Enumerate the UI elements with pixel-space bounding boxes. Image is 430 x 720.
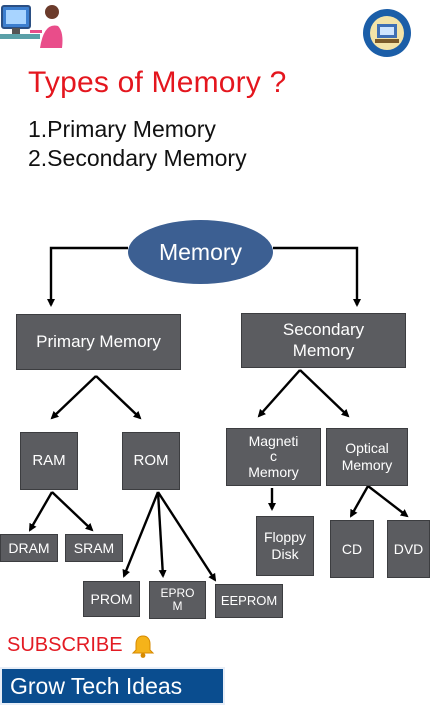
list-item-primary: 1.Primary Memory <box>28 116 216 142</box>
dram-node: DRAM <box>0 534 58 562</box>
person-at-computer-icon <box>0 0 68 50</box>
dvd-node: DVD <box>387 520 430 578</box>
channel-banner: Grow Tech Ideas <box>0 667 225 705</box>
ram-node: RAM <box>20 432 78 490</box>
subscribe-label: SUBSCRIBE <box>7 634 123 656</box>
eprom-node: EPRO M <box>149 581 206 619</box>
floppy-disk-node: Floppy Disk <box>256 516 314 576</box>
magnetic-memory-node: Magneti c Memory <box>226 428 321 486</box>
eeprom-node: EEPROM <box>215 584 283 618</box>
rom-node: ROM <box>122 432 180 490</box>
prom-node: PROM <box>83 581 140 617</box>
computer-badge-icon <box>362 8 412 58</box>
memory-root-node: Memory <box>128 220 273 284</box>
bell-icon <box>130 633 156 665</box>
sram-node: SRAM <box>65 534 123 562</box>
cd-node: CD <box>330 520 374 578</box>
primary-memory-node: Primary Memory <box>16 314 181 370</box>
page-title: Types of Memory ? <box>28 66 287 99</box>
list-item-secondary: 2.Secondary Memory <box>28 145 247 171</box>
secondary-memory-node: Secondary Memory <box>241 313 406 368</box>
optical-memory-node: Optical Memory <box>326 428 408 486</box>
